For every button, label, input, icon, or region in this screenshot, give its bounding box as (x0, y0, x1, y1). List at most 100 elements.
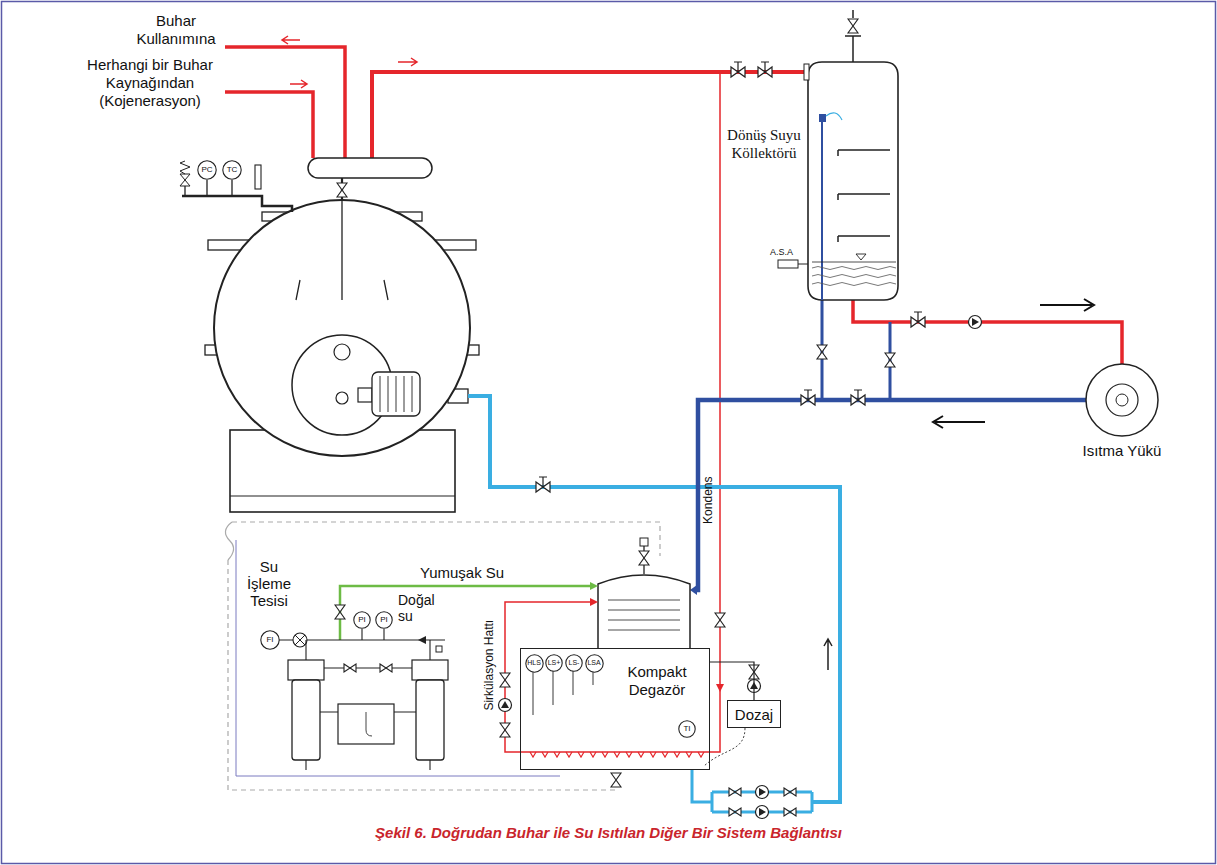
deaerator (590, 582, 598, 590)
return-water-line (690, 585, 697, 595)
water-treatment-plant (416, 680, 444, 760)
box-title: Dozaj (735, 707, 773, 722)
water-treatment-boundary (232, 522, 660, 556)
heating-load (1116, 394, 1128, 406)
steam-lines (716, 684, 724, 692)
collector-label: Dönüş Suyu Köllektörü (722, 126, 806, 162)
level-alarm-label: A.S.A (770, 247, 793, 258)
steam-source-label: Herhangi bir Buhar Kaynağından (Kojenera… (80, 56, 220, 110)
pump-symbol (756, 806, 769, 819)
valve-symbol (335, 605, 345, 619)
water-treatment-plant (293, 633, 307, 647)
pump-symbol (969, 316, 982, 329)
boiler (372, 372, 420, 416)
valve-symbol (729, 788, 741, 796)
feed-water-line (468, 396, 840, 802)
water-treatment-plant (295, 635, 305, 645)
instrument-ring (354, 612, 370, 628)
boiler (182, 196, 292, 212)
deaerator (608, 600, 680, 630)
deaerator (640, 538, 648, 546)
soft-water-label: Yumuşak Su (420, 564, 504, 582)
valve-symbol (885, 353, 895, 367)
water-treatment-plant (338, 704, 394, 744)
valve-symbol (639, 551, 649, 565)
dosing-line (710, 662, 754, 700)
treatment-plant-label: Su İşleme Tesisi (238, 558, 300, 609)
water-treatment-plant (306, 668, 430, 770)
heating-load (1086, 364, 1158, 436)
water-treatment-plant (412, 660, 448, 680)
deaerator (340, 538, 745, 766)
valve-symbol (851, 390, 865, 405)
level-switch: LS+ (545, 654, 563, 672)
boiler (185, 180, 232, 196)
instrument-ring (223, 161, 241, 179)
valve-symbol (500, 723, 510, 737)
water-treatment-plant (306, 629, 430, 660)
boiler (296, 200, 388, 300)
steam-lines (225, 47, 345, 158)
instrument-ring (198, 161, 216, 179)
valve-symbol (380, 664, 392, 672)
pump-symbol (756, 786, 769, 799)
instrument-bubble: PC (197, 160, 217, 180)
valve-symbol (500, 673, 510, 687)
boiler (230, 495, 455, 496)
instrument-bubble: TC (222, 160, 242, 180)
instrument-ring (546, 655, 562, 671)
instrument-ring (261, 631, 279, 649)
instrument-ring (585, 654, 602, 671)
water-treatment-plant (418, 636, 426, 644)
deaerator (340, 586, 592, 640)
boiler (358, 388, 372, 402)
water-treatment-plant (436, 646, 442, 652)
feed-water-line (468, 396, 840, 812)
condensate-label: Kondens (702, 476, 716, 523)
deaerator (590, 598, 598, 606)
valve-symbol (848, 19, 858, 33)
level-switch: HLS (525, 654, 544, 673)
valve-symbol (758, 62, 772, 77)
water-treatment-boundary (225, 522, 233, 560)
instrument-ring (679, 721, 695, 737)
steam-use-label: Buhar Kullanımına (130, 12, 222, 48)
steam-lines (704, 72, 720, 752)
valve-symbol (817, 345, 827, 359)
deaerator-box: Kompakt DegazörHLSLS+LS-LSATI (520, 648, 710, 770)
box-title: Kompakt Degazör (609, 663, 705, 699)
return-collector-vessel (808, 62, 898, 300)
valve-symbol (784, 788, 796, 796)
water-treatment-boundary (225, 522, 660, 790)
valve-symbol (729, 808, 741, 816)
water-treatment-plant (292, 680, 320, 760)
dosing-box: Dozaj (727, 700, 781, 728)
raw-water-label: Doğal su (398, 592, 444, 624)
instrument-tag: PI (380, 616, 388, 624)
return-collector-vessel (798, 264, 808, 265)
valve-symbol (715, 613, 725, 627)
instrument-tag: FI (266, 636, 273, 644)
instrument-tag: LS+ (548, 659, 561, 667)
boiler (308, 158, 432, 178)
steam-lines (282, 36, 300, 44)
water-treatment-plant (288, 660, 324, 680)
pump-symbol (499, 316, 982, 819)
instrument-tag: TI (683, 724, 690, 734)
boiler (334, 344, 350, 360)
return-collector-vessel (812, 262, 896, 263)
return-collector-vessel (778, 260, 798, 268)
deaerator (505, 602, 704, 752)
deaerator (598, 575, 690, 648)
steam-lines (398, 58, 417, 66)
boiler (180, 158, 479, 512)
instrument-ring (376, 612, 392, 628)
return-water-line (1040, 299, 1094, 311)
return-collector-vessel (819, 114, 826, 122)
boiler (180, 161, 190, 174)
valve-symbol (801, 390, 815, 405)
